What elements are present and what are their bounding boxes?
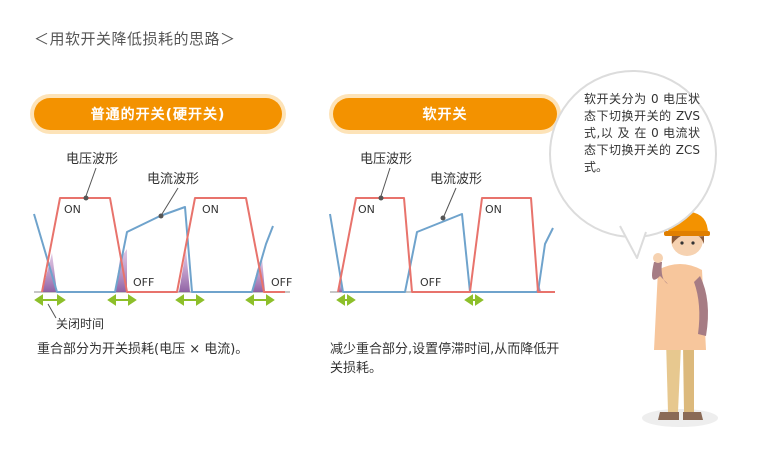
dead-time-arrow xyxy=(107,294,137,306)
dead-time-arrow xyxy=(175,294,205,306)
on-label: ON xyxy=(202,203,219,216)
voltage-callout-line xyxy=(380,167,391,197)
voltage-waveform xyxy=(41,197,285,293)
current-label: 电流波形 xyxy=(147,172,199,187)
on-label: ON xyxy=(64,203,81,216)
dead-time-arrow xyxy=(34,294,66,306)
hard-switch-waveforms: 电压波形 电流波形 ON ON OFF OFF 关闭时间 xyxy=(33,152,292,331)
soft-switch-header: 软开关 xyxy=(333,98,557,130)
voltage-waveform xyxy=(337,197,555,293)
deadtime-callout-line xyxy=(47,303,57,319)
dead-time-arrow xyxy=(464,294,484,306)
callout-dot xyxy=(83,195,89,201)
soft-switch-waveforms: 电压波形 电流波形 ON ON OFF xyxy=(329,152,555,306)
callout-dot xyxy=(378,195,384,201)
voltage-label: 电压波形 xyxy=(360,152,412,167)
on-label: ON xyxy=(358,203,375,216)
off-label: OFF xyxy=(420,276,441,289)
current-callout-line xyxy=(443,187,457,217)
current-label: 电流波形 xyxy=(430,172,482,187)
soft-switch-description: 减少重合部分,设置停滞时间,从而降低开关损耗。 xyxy=(330,342,560,376)
speech-bubble-text: 软开关分为 0 电压状态下切换开关的 ZVS 式,以 及 在 0 电流状态下切换… xyxy=(584,92,700,174)
dead-time-arrow xyxy=(336,294,356,306)
off-label: OFF xyxy=(133,276,154,289)
engineer-character-illustration xyxy=(642,212,718,427)
callout-dot xyxy=(440,215,446,221)
callout-dot xyxy=(158,213,164,219)
speech-bubble xyxy=(549,70,717,238)
overlap-region xyxy=(179,250,190,292)
deadtime-label: 关闭时间 xyxy=(56,317,104,331)
hard-switch-description: 重合部分为开关损耗(电压 × 电流)。 xyxy=(37,342,249,357)
voltage-label: 电压波形 xyxy=(66,152,118,167)
off-label: OFF xyxy=(271,276,292,289)
current-callout-line xyxy=(161,187,179,215)
current-waveform xyxy=(329,213,554,293)
hard-switch-header: 普通的开关(硬开关) xyxy=(34,98,282,130)
voltage-callout-line xyxy=(85,167,97,197)
on-label: ON xyxy=(485,203,502,216)
page-title: ＜用软开关降低损耗的思路＞ xyxy=(34,30,236,48)
dead-time-arrow xyxy=(245,294,275,306)
